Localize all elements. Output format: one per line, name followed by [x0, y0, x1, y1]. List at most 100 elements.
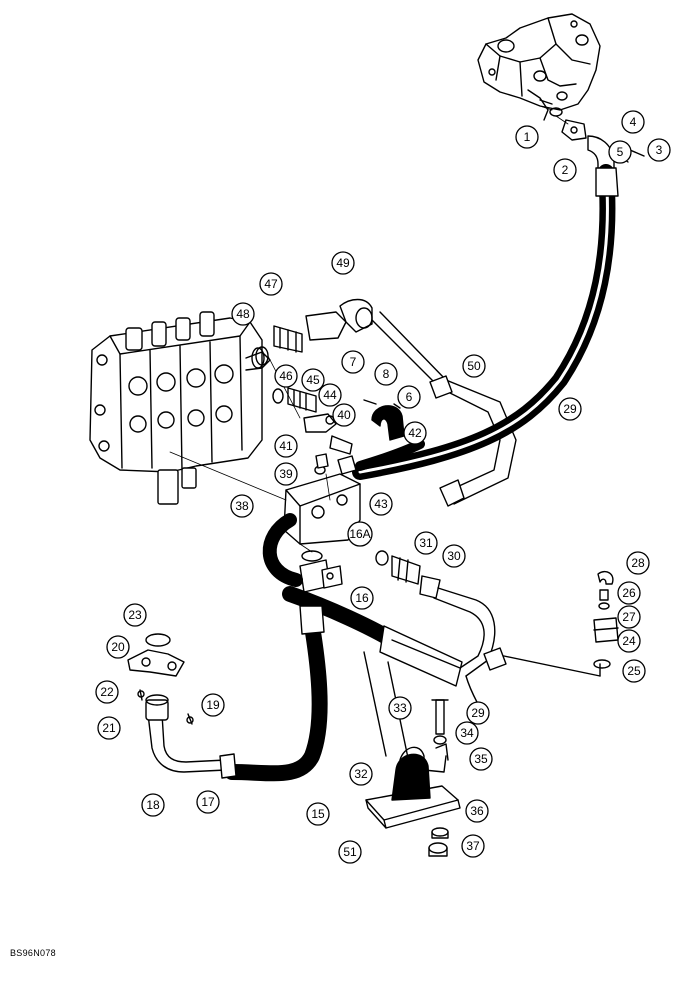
callout-circle: [349, 762, 373, 786]
callout-number: 23: [128, 608, 142, 622]
hose-42: [355, 439, 425, 471]
callout-circle: [608, 140, 632, 164]
callout-number: 32: [354, 767, 368, 781]
callout-20: 20: [106, 635, 130, 659]
callout-number: 38: [235, 499, 249, 513]
callout-40: 40: [332, 403, 356, 427]
callout-number: 46: [279, 369, 293, 383]
callout-24: 24: [617, 629, 641, 653]
callout-circle: [466, 701, 490, 725]
callout-circle: [442, 544, 466, 568]
callout-number: 42: [408, 426, 422, 440]
callout-circle: [647, 138, 671, 162]
callout-number: 1: [524, 130, 531, 144]
callout-number: 18: [146, 798, 160, 812]
callout-circle: [123, 603, 147, 627]
callout-47: 47: [259, 272, 283, 296]
callout-number: 37: [466, 839, 480, 853]
fittings-24-28: [593, 570, 619, 669]
callout-number: 28: [631, 556, 645, 570]
callout-circle: [621, 110, 645, 134]
callout-number: 34: [460, 726, 474, 740]
callout-number: 40: [337, 408, 351, 422]
callout-22: 22: [95, 680, 119, 704]
callout-circle: [469, 747, 493, 771]
callout-circle: [274, 462, 298, 486]
callout-number: 39: [279, 467, 293, 481]
callout-7: 7: [341, 350, 365, 374]
callout-37: 37: [461, 834, 485, 858]
hose-loop: [262, 513, 303, 587]
callout-26: 26: [617, 581, 641, 605]
callout-circle: [141, 793, 165, 817]
callout-circle: [374, 362, 398, 386]
callout-19: 19: [201, 693, 225, 717]
callout-41: 41: [274, 434, 298, 458]
callout-number: 45: [306, 373, 320, 387]
callout-27: 27: [617, 605, 641, 629]
callout-circle: [338, 840, 362, 864]
callout-number: 48: [236, 307, 250, 321]
callout-number: 5: [617, 145, 624, 159]
tube-18: [145, 694, 237, 779]
callout-circle: [553, 158, 577, 182]
callout-42: 42: [403, 421, 427, 445]
callout-16: 16: [350, 586, 374, 610]
upper-elbow-fittings: [251, 298, 373, 369]
callout-2: 2: [553, 158, 577, 182]
callout-circle: [196, 790, 220, 814]
callout-circle: [515, 125, 539, 149]
callout-29: 29: [466, 701, 490, 725]
callout-17: 17: [196, 790, 220, 814]
callout-circle: [462, 354, 486, 378]
callout-18: 18: [141, 793, 165, 817]
callout-number: 41: [279, 439, 293, 453]
callout-number: 25: [627, 664, 641, 678]
callout-48: 48: [231, 302, 255, 326]
callout-25: 25: [622, 659, 646, 683]
callout-number: 16: [355, 591, 369, 605]
callout-number: 31: [419, 536, 433, 550]
callout-38: 38: [230, 494, 254, 518]
callout-circle: [369, 492, 393, 516]
callout-15: 15: [306, 802, 330, 826]
callout-circle: [231, 302, 255, 326]
callout-51: 51: [338, 840, 362, 864]
callout-number: 51: [343, 845, 357, 859]
callout-circle: [465, 799, 489, 823]
callout-labels: 12345678151616A1718192021222324252627282…: [95, 110, 671, 864]
callout-number: 30: [447, 549, 461, 563]
callout-6: 6: [397, 385, 421, 409]
callout-46: 46: [274, 364, 298, 388]
callout-number: 24: [622, 634, 636, 648]
callout-number: 21: [102, 721, 116, 735]
callout-16A: 16A: [347, 521, 373, 547]
callout-43: 43: [369, 492, 393, 516]
figure-code: BS96N078: [10, 948, 56, 958]
bracket-6: [363, 399, 405, 441]
callout-number: 27: [622, 610, 636, 624]
callout-circle: [626, 551, 650, 575]
callout-circle: [306, 802, 330, 826]
callout-circle: [617, 605, 641, 629]
hose-clamp-assembly: [363, 651, 461, 857]
callout-circle: [388, 696, 412, 720]
callout-number: 49: [336, 256, 350, 270]
callout-circle: [403, 421, 427, 445]
callout-5: 5: [608, 140, 632, 164]
callout-circle: [331, 251, 355, 275]
valve-port-fittings: [255, 346, 353, 455]
callout-number: 17: [201, 795, 215, 809]
callout-circle: [455, 721, 479, 745]
callout-number: 3: [656, 143, 663, 157]
callout-number: 7: [350, 355, 357, 369]
hose-15: [224, 606, 328, 782]
callout-circle: [259, 272, 283, 296]
callout-circle: [318, 383, 342, 407]
callout-34: 34: [455, 721, 479, 745]
callout-circle: [274, 434, 298, 458]
callout-32: 32: [349, 762, 373, 786]
split-flange-20: [127, 633, 194, 725]
